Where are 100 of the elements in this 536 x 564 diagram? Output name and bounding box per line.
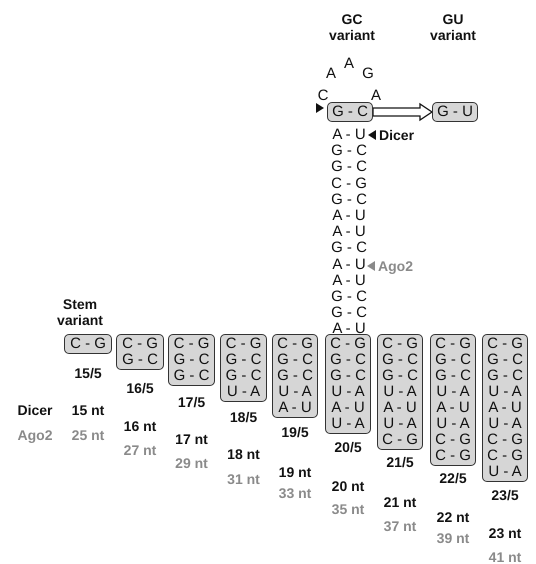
variant-label: 23/5 [491,487,519,503]
base-pair-text: U - A [330,384,366,400]
base-pair-text: A - U [332,256,366,273]
length-label: 25 nt [72,427,104,443]
base-pair-text: G - C [331,289,367,305]
length-label: 37 nt [384,518,416,534]
enzyme-label: Dicer [379,127,414,143]
base-pair-text: G - C [121,352,159,368]
base-pair-text: C - G [69,336,107,352]
base-pair-text: A - U [487,400,523,416]
base-pair-text: G - C [331,305,367,322]
base-pair-text: A - U [277,400,313,416]
length-label: 33 nt [278,485,312,501]
base-pair-text: C - G [121,336,159,352]
base-pair-text: G - C [331,143,367,160]
base-pair-text: G - C [331,240,367,256]
nucleotide-letter: A [344,56,354,72]
base-pair-text: G - C [224,368,262,384]
base-pair-text: G - C [276,352,314,368]
base-pair-box [327,102,373,122]
base-pair-box [64,334,112,354]
variant-label: 21/5 [386,454,414,470]
base-pair-text: G - C [434,352,472,368]
variant-label: 18/5 [230,409,258,425]
base-pair-text: C - G [224,336,262,352]
nucleotide-letter: A [326,66,336,82]
base-pair-text: G - C [276,368,314,384]
base-pair-box [325,334,371,434]
base-pair-text: G - C [486,352,524,368]
base-pair-text: C - G [434,336,472,352]
base-pair-box [430,334,476,466]
variant-heading: GU variant [429,11,477,43]
length-label: 29 nt [175,455,208,471]
variant-label: 22/5 [439,470,467,486]
base-pair-text: C - G [276,336,314,352]
base-pair-text: G - C [329,368,367,384]
base-pair-text: C - G [486,336,524,352]
enzyme-label: Dicer [17,402,53,418]
variant-label: 19/5 [281,424,309,440]
length-label: 23 nt [488,525,522,541]
base-pair-text: G - U [436,104,474,120]
length-label: 19 nt [278,464,312,480]
length-label: 22 nt [436,509,470,525]
base-pair-text: G - C [381,352,419,368]
base-pair-text: U - A [487,464,523,480]
variant-heading: Stem variant [56,296,104,328]
nucleotide-letter: G [362,66,374,82]
base-pair-text: C - G [381,336,419,352]
base-pair-text: A - U [382,400,418,416]
base-pair-text: A - U [332,127,366,143]
length-label: 15 nt [72,402,104,418]
base-pair-text: G - C [434,368,472,384]
enzyme-label: Ago2 [18,427,52,443]
base-pair-text: C - G [486,432,524,448]
length-label: 16 nt [124,418,156,434]
base-pair-text: A - U [332,321,366,338]
base-pair-text: U - A [382,384,418,400]
length-label: 21 nt [384,494,416,510]
base-pair-box [432,102,478,122]
base-pair-box [377,334,423,450]
base-pair-text: U - A [435,384,471,400]
base-pair-text: U - A [487,384,523,400]
enzyme-label: Ago2 [378,258,413,274]
nucleotide-letter: C [318,88,328,104]
base-pair-text: A - U [330,400,366,416]
length-label: 20 nt [332,478,364,494]
base-pair-text: C - G [329,336,367,352]
base-pair-text: G - C [329,352,367,368]
base-pair-text: G - C [172,352,210,368]
base-pair-text: U - A [382,416,418,432]
base-pair-text: G - C [331,104,369,120]
variant-label: 15/5 [74,365,102,381]
base-pair-text: G - C [486,368,524,384]
block-arrow [372,102,434,122]
base-pair-text: A - U [332,208,366,224]
base-pair-text: U - A [487,416,523,432]
variant-label: 20/5 [334,439,362,455]
length-label: 18 nt [227,446,260,462]
base-pair-text: U - A [226,384,262,400]
base-pair-text: G - C [331,192,367,208]
length-label: 35 nt [332,501,364,517]
base-pair-text: C - G [381,432,419,448]
base-pair-text: U - A [277,384,313,400]
base-pair-text: G - C [224,352,262,368]
base-pair-text: A - U [332,224,366,240]
length-label: 17 nt [175,431,208,447]
base-pair-box [220,334,267,402]
base-pair-text: G - C [331,159,367,176]
base-pair-text: C - G [172,336,210,352]
base-pair-text: C - G [331,176,367,192]
base-pair-text: C - G [486,448,524,464]
length-label: 41 nt [488,549,522,564]
base-pair-box [168,334,215,386]
base-pair-text: C - G [434,448,472,464]
base-pair-box [116,334,164,370]
length-label: 27 nt [124,442,156,458]
base-pair-box [272,334,318,418]
variant-label: 17/5 [178,394,206,410]
base-pair-box [482,334,528,482]
nucleotide-letter: A [371,88,381,104]
